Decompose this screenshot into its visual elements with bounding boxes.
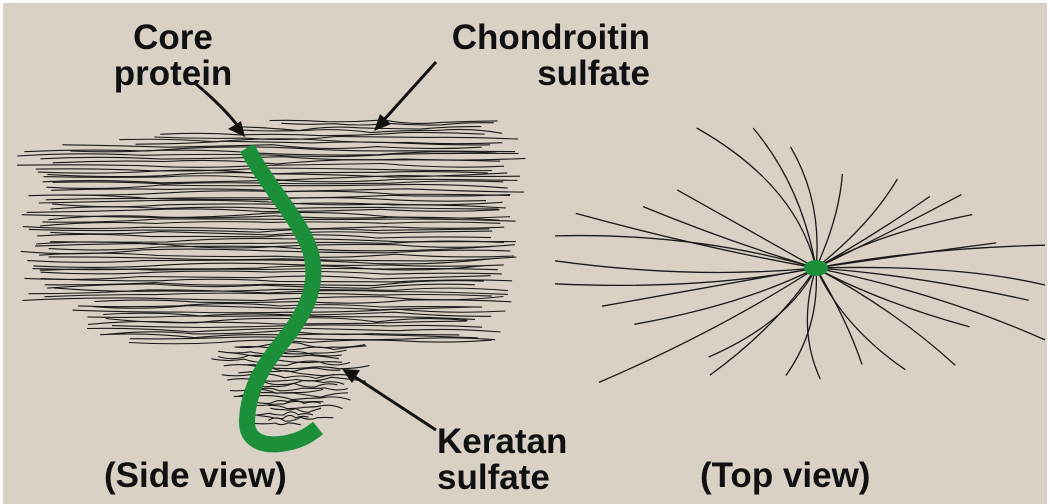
- chain-strand: [256, 388, 348, 391]
- radial-chain-strand: [816, 215, 972, 268]
- arrow-keratan-sulfate: [342, 369, 436, 430]
- chain-strand: [40, 157, 525, 160]
- radial-chain-strand: [677, 190, 816, 268]
- chain-strand: [51, 207, 499, 209]
- radial-chain-strand: [816, 174, 842, 268]
- chain-strand: [54, 288, 508, 291]
- radial-chain-strand: [816, 268, 970, 327]
- label-top-view: (Top view): [700, 458, 870, 494]
- radial-chain-strand: [576, 213, 816, 268]
- label-keratan-sulfate: Keratan sulfate: [437, 424, 647, 495]
- chain-strand: [41, 271, 502, 274]
- chain-strand: [50, 238, 516, 242]
- chain-strand: [27, 209, 500, 213]
- radial-chain-strand: [555, 236, 816, 268]
- chain-strand: [39, 253, 514, 257]
- radial-chain-strand: [697, 128, 816, 268]
- label-core-protein: Core protein: [98, 20, 248, 91]
- top-view-core-dot: [804, 260, 828, 276]
- chain-strand: [47, 284, 475, 288]
- chain-strand: [40, 222, 500, 226]
- core-protein-strand: [247, 148, 318, 444]
- radial-chain-strand: [807, 268, 820, 379]
- top-view-strands: [555, 128, 1045, 382]
- radial-chain-strand: [555, 261, 816, 273]
- radial-chain-strand: [816, 179, 897, 268]
- radial-chain-strand: [816, 268, 1045, 340]
- chain-strand: [73, 309, 506, 313]
- side-view-strands: [17, 120, 525, 425]
- label-chondroitin-line1: Chondroitin: [352, 20, 650, 56]
- chain-strand: [25, 276, 491, 280]
- chain-strand: [130, 337, 495, 340]
- chain-strand: [249, 423, 300, 425]
- radial-chain-strand: [816, 267, 1045, 285]
- chain-strand: [88, 321, 467, 324]
- chain-strand: [160, 132, 484, 135]
- label-keratan-line2: sulfate: [437, 460, 647, 496]
- label-core-protein-line1: Core: [98, 20, 248, 56]
- chain-strand: [23, 227, 504, 230]
- chain-strand: [78, 304, 482, 308]
- chain-strand: [44, 293, 492, 297]
- radial-chain-strand: [816, 196, 930, 268]
- chain-strand: [154, 137, 518, 140]
- label-side-view: (Side view): [104, 458, 287, 494]
- chain-strand: [237, 346, 367, 350]
- chain-strand: [270, 408, 321, 412]
- chain-strand: [268, 405, 342, 408]
- label-core-protein-line2: protein: [98, 56, 248, 92]
- chain-strand: [129, 340, 492, 344]
- radial-chain-strand: [753, 128, 816, 268]
- label-keratan-line1: Keratan: [437, 424, 647, 460]
- chain-strand: [62, 145, 481, 149]
- chain-strand: [268, 417, 333, 421]
- label-chondroitin-sulfate: Chondroitin sulfate: [352, 20, 650, 91]
- radial-chain-strand: [816, 268, 905, 370]
- radial-chain-strand: [791, 147, 818, 268]
- label-chondroitin-line2: sulfate: [352, 56, 650, 92]
- chain-strand: [53, 160, 501, 164]
- chain-strand: [255, 412, 314, 415]
